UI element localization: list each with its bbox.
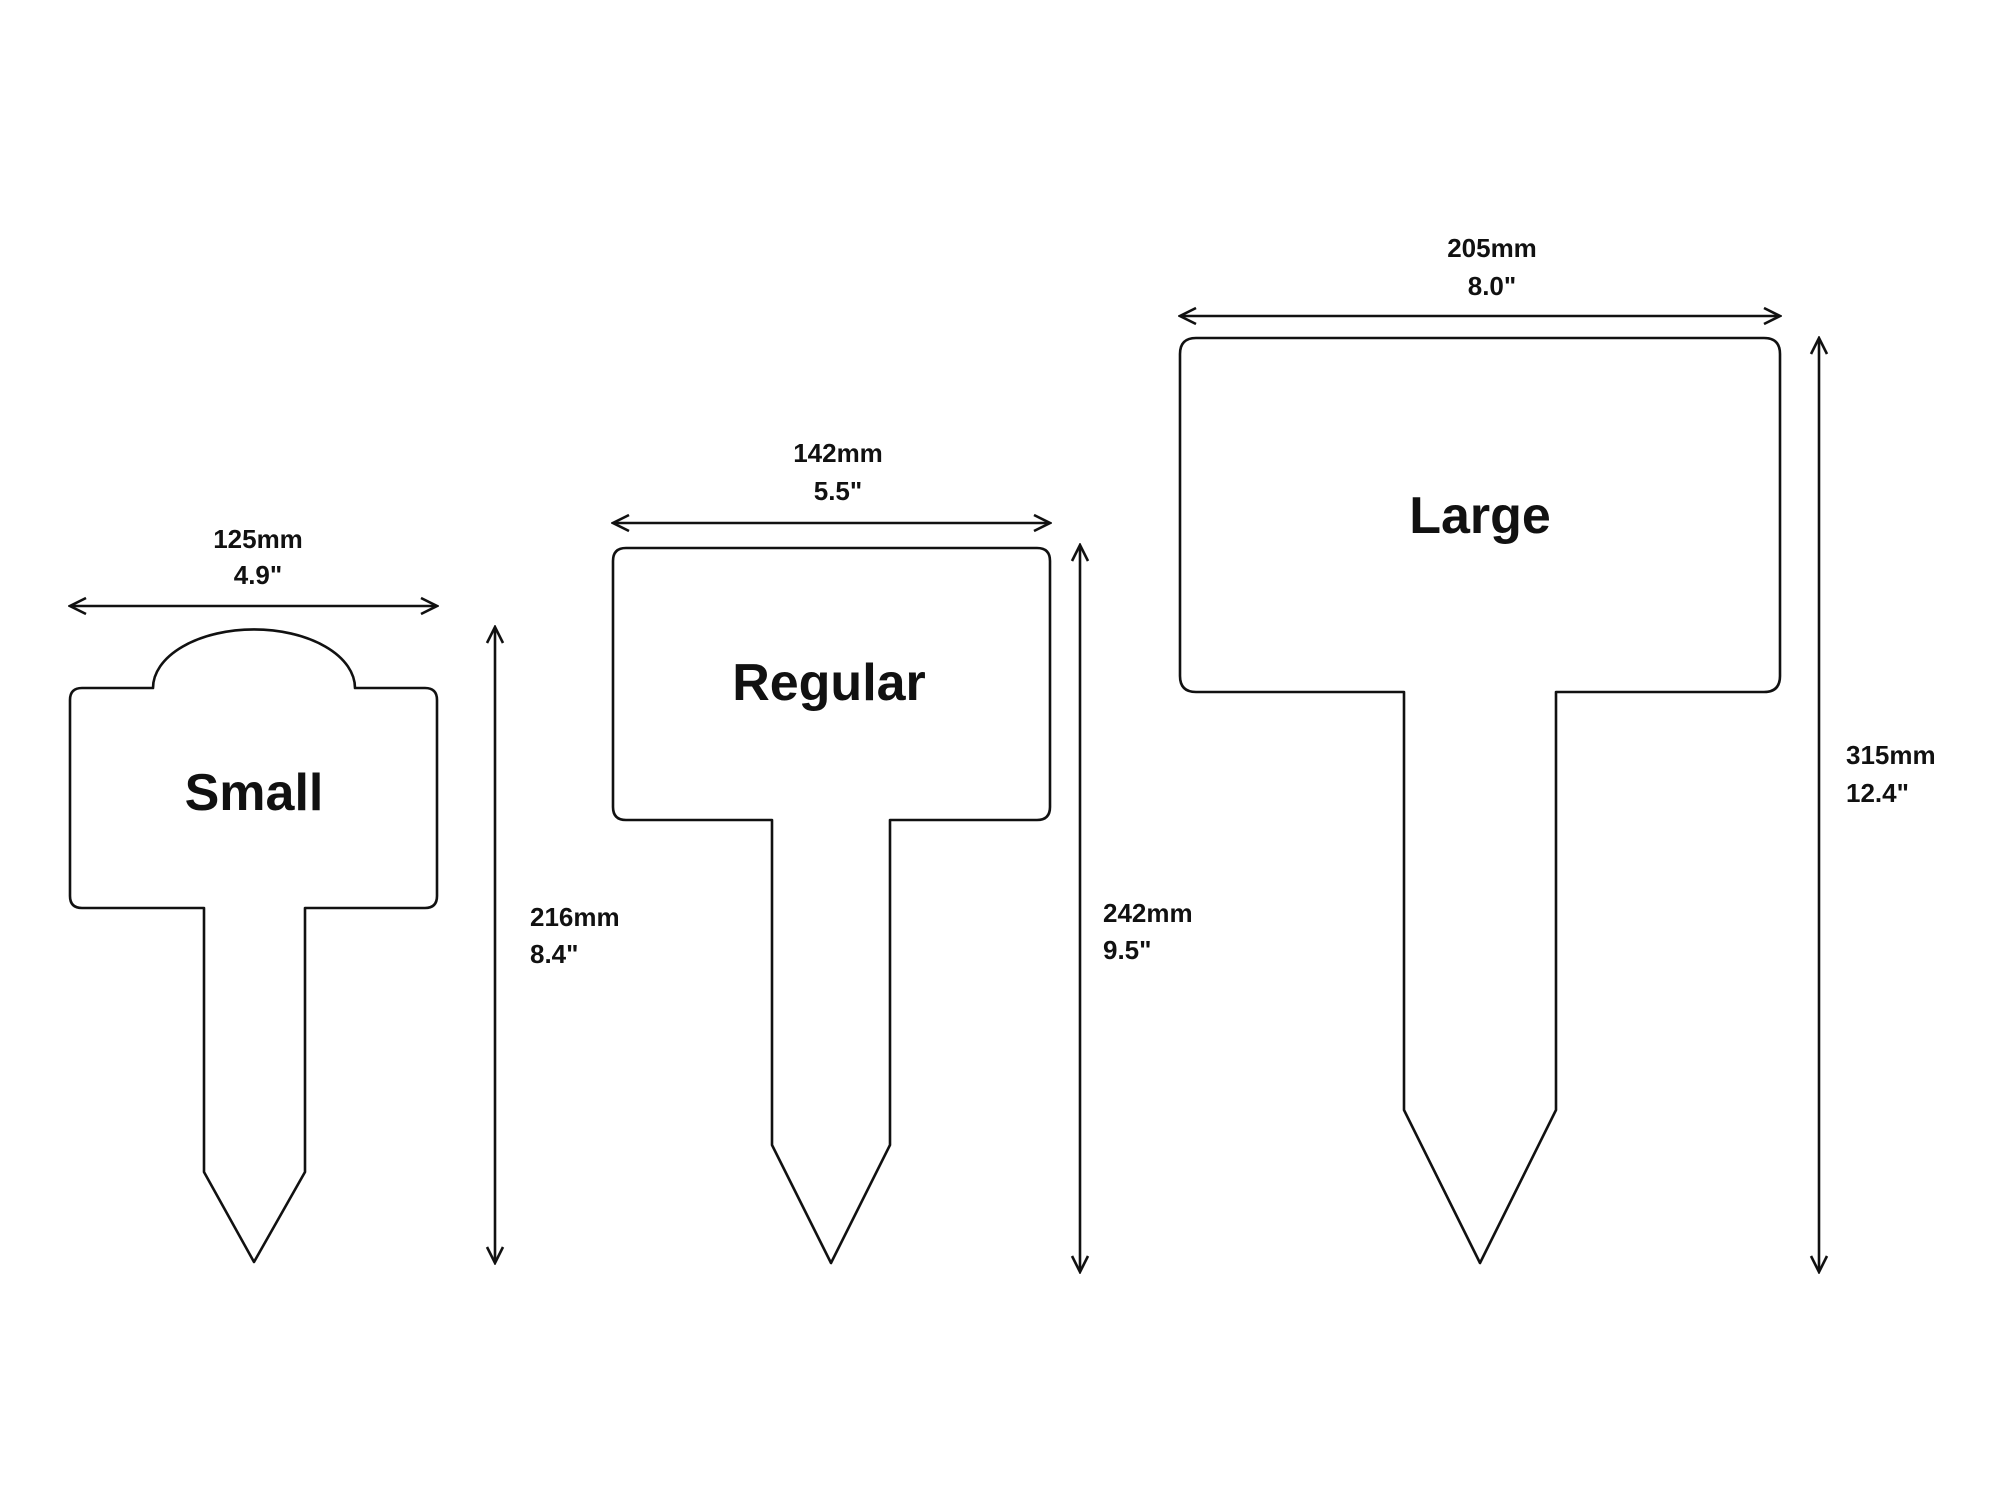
marker-large-outline <box>1178 336 1782 1265</box>
marker-small: Small 125mm 4.9" 216mm 8.4" <box>70 524 620 1263</box>
marker-regular-width-in: 5.5" <box>814 476 862 506</box>
marker-large-width-in: 8.0" <box>1468 271 1516 301</box>
marker-small-width-mm: 125mm <box>213 524 303 554</box>
marker-small-outline <box>68 628 439 1264</box>
marker-regular-name: Regular <box>732 654 926 712</box>
marker-regular: Regular 142mm 5.5" 242mm 9.5" <box>613 438 1193 1272</box>
marker-regular-width-mm: 142mm <box>793 438 883 468</box>
marker-small-height-mm: 216mm <box>530 902 620 932</box>
marker-large: Large 205mm 8.0" 315mm 12.4" <box>1180 233 1936 1272</box>
marker-regular-height-in: 9.5" <box>1103 935 1151 965</box>
marker-large-name: Large <box>1409 487 1551 545</box>
marker-small-width-in: 4.9" <box>234 560 282 590</box>
marker-small-height-in: 8.4" <box>530 939 578 969</box>
marker-regular-height-mm: 242mm <box>1103 898 1193 928</box>
marker-large-height-in: 12.4" <box>1846 778 1909 808</box>
marker-small-name: Small <box>185 764 324 822</box>
marker-large-width-mm: 205mm <box>1447 233 1537 263</box>
marker-regular-outline <box>611 546 1052 1265</box>
marker-large-height-mm: 315mm <box>1846 740 1936 770</box>
